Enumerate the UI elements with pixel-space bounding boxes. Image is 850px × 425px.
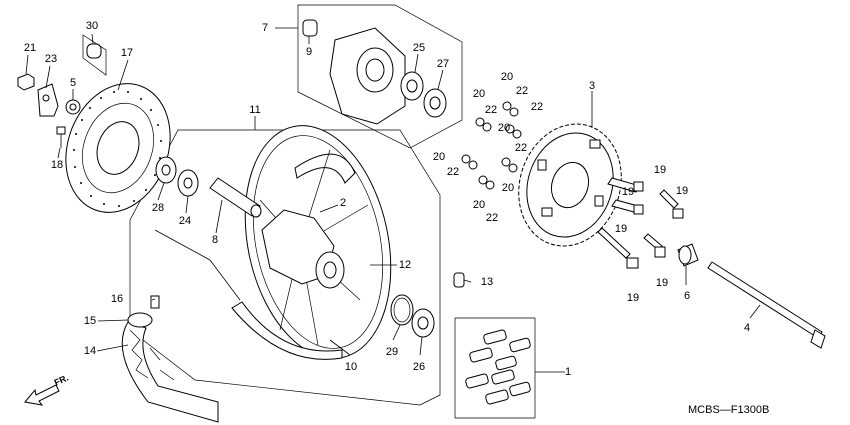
callout-22-b: 22	[485, 104, 497, 116]
callout-19-b: 19	[622, 186, 634, 198]
collar-5	[65, 99, 81, 115]
callout-19-c: 19	[676, 185, 688, 197]
final-driven-sprocket	[518, 123, 622, 247]
collar-9	[302, 19, 318, 37]
callout-22-a: 22	[516, 85, 528, 97]
damper-rubbers-1	[465, 329, 531, 405]
callout-29: 29	[386, 346, 398, 358]
bearing-25	[400, 71, 424, 101]
seal-26	[411, 308, 435, 338]
diagram-code: MCBS—F1300B	[688, 404, 769, 416]
wheel-hub-2	[261, 209, 345, 289]
callout-20-b: 20	[473, 88, 485, 100]
callout-13: 13	[481, 276, 493, 288]
callout-20-a: 20	[501, 71, 513, 83]
callout-19-e: 19	[656, 277, 668, 289]
callout-7: 7	[262, 22, 268, 34]
callout-24: 24	[179, 215, 191, 227]
callout-22-e: 22	[447, 166, 459, 178]
collar-6	[677, 243, 699, 267]
bolt-18	[56, 126, 66, 148]
callout-21: 21	[24, 42, 36, 54]
callout-30: 30	[86, 20, 98, 32]
callout-labels: 1 2 3 4 5 6 7 8 9 10 11 12 13 14 15 16 1…	[24, 20, 750, 378]
callout-20-f: 20	[502, 182, 514, 194]
callout-20-c: 20	[498, 122, 510, 134]
oring-29	[390, 294, 414, 326]
callout-19-d: 19	[615, 223, 627, 235]
callout-28: 28	[152, 202, 164, 214]
callout-16: 16	[111, 293, 123, 305]
callout-22-d: 22	[515, 142, 527, 154]
callout-2: 2	[340, 197, 346, 209]
callout-5: 5	[70, 77, 76, 89]
leader-lines	[25, 27, 761, 373]
seal-27	[423, 88, 447, 118]
brake-disc	[65, 83, 171, 213]
callout-20-d: 20	[433, 151, 445, 163]
callout-4: 4	[744, 322, 750, 334]
callout-1: 1	[565, 366, 571, 378]
callout-9: 9	[306, 46, 312, 58]
front-direction-arrow: FR.	[24, 373, 70, 406]
callout-23: 23	[45, 53, 57, 65]
callout-22-c: 22	[531, 101, 543, 113]
front-direction-label: FR.	[53, 373, 70, 388]
spacer-8	[209, 177, 262, 218]
callout-11: 11	[249, 104, 260, 116]
callout-26: 26	[413, 361, 425, 373]
sprocket-hub	[329, 27, 406, 125]
callout-18: 18	[51, 159, 63, 171]
callout-3: 3	[589, 80, 595, 92]
valve-13	[453, 272, 465, 288]
group-frames	[82, 4, 536, 419]
sprocket-nuts	[461, 101, 522, 190]
axle-4	[707, 261, 826, 349]
callout-20-e: 20	[473, 199, 485, 211]
bearing-24	[177, 169, 199, 197]
callout-22-f: 22	[486, 212, 498, 224]
bracket-23	[37, 83, 59, 117]
callout-12: 12	[399, 259, 411, 271]
callout-19-a: 19	[654, 164, 666, 176]
callout-6: 6	[684, 290, 690, 302]
tire	[121, 295, 219, 423]
callout-19-f: 19	[627, 292, 639, 304]
nut-21	[17, 73, 35, 91]
callout-8: 8	[212, 234, 218, 246]
bearing-28	[155, 156, 177, 184]
callout-27: 27	[437, 58, 449, 70]
callout-15: 15	[84, 315, 96, 327]
sprocket-bolts	[597, 177, 684, 269]
callout-10: 10	[345, 361, 357, 373]
callout-14: 14	[84, 345, 96, 357]
collar-30	[86, 43, 102, 59]
callout-25: 25	[413, 42, 425, 54]
callout-17: 17	[121, 47, 133, 59]
